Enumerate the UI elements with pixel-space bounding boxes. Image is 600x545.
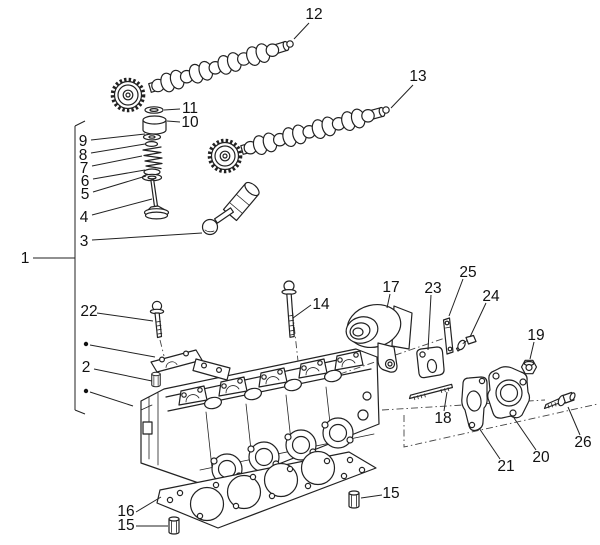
callout-12: 12 <box>305 6 322 23</box>
engine-mount-bracket <box>345 304 413 373</box>
callout-4: 4 <box>80 209 89 226</box>
callout-7: 7 <box>80 160 89 177</box>
callout-13: 13 <box>409 68 426 85</box>
callout-14: 14 <box>312 296 330 313</box>
callout-6: 6 <box>81 173 90 190</box>
callout-23: 23 <box>424 280 441 297</box>
coolant-outlet-housing <box>487 366 531 419</box>
locating-dowel-15-right <box>348 490 360 509</box>
callout-25: 25 <box>459 264 476 281</box>
bullet-marker <box>83 388 89 394</box>
head-gasket <box>156 450 377 529</box>
callout-21: 21 <box>497 458 514 475</box>
camshaft-intake <box>110 40 294 113</box>
callout-5: 5 <box>81 186 90 203</box>
hydraulic-tappet <box>201 181 260 236</box>
callout-18: 18 <box>434 410 451 427</box>
small-bolt-24 <box>455 334 477 352</box>
bullet-marker <box>83 341 89 347</box>
locating-dowel-2 <box>151 371 161 388</box>
hex-nut <box>520 359 538 375</box>
camshaft-exhaust <box>207 106 390 174</box>
callout-8: 8 <box>79 147 88 164</box>
callout-26: 26 <box>574 434 591 451</box>
callout-10: 10 <box>181 114 199 131</box>
head-bolt-14 <box>281 280 297 338</box>
outlet-gasket <box>461 376 488 432</box>
callout-20: 20 <box>532 449 550 466</box>
camshaft-bearing-caps <box>150 349 231 381</box>
callout-9: 9 <box>79 133 88 150</box>
stud <box>408 383 453 401</box>
valve-assembly <box>141 106 170 220</box>
gasket-bolt-holes <box>166 456 366 520</box>
valve-spring <box>142 146 163 170</box>
locating-dowel-15-left <box>168 516 180 535</box>
retainer-plate <box>416 346 445 379</box>
cap-bolt-22 <box>149 300 165 339</box>
callout-1: 1 <box>21 250 30 267</box>
callouts: 1 2 3 4 5 6 7 8 9 10 11 12 13 14 15 15 1… <box>21 6 592 534</box>
callout-11: 11 <box>182 100 198 117</box>
callout-24: 24 <box>482 288 500 305</box>
callout-2: 2 <box>82 359 91 376</box>
cylinder-head <box>140 348 380 490</box>
shim-strip <box>442 317 454 355</box>
callout-15-left: 15 <box>117 517 134 534</box>
callout-17: 17 <box>382 279 399 296</box>
callout-16: 16 <box>117 503 134 520</box>
callout-15-right: 15 <box>382 485 399 502</box>
flange-screw <box>543 391 576 410</box>
cam-sprocket <box>110 77 146 113</box>
cam-sprocket <box>207 138 243 174</box>
callout-bracket-1 <box>33 120 86 415</box>
callout-22: 22 <box>80 303 97 320</box>
callout-3: 3 <box>80 233 89 250</box>
callout-19: 19 <box>527 327 544 344</box>
